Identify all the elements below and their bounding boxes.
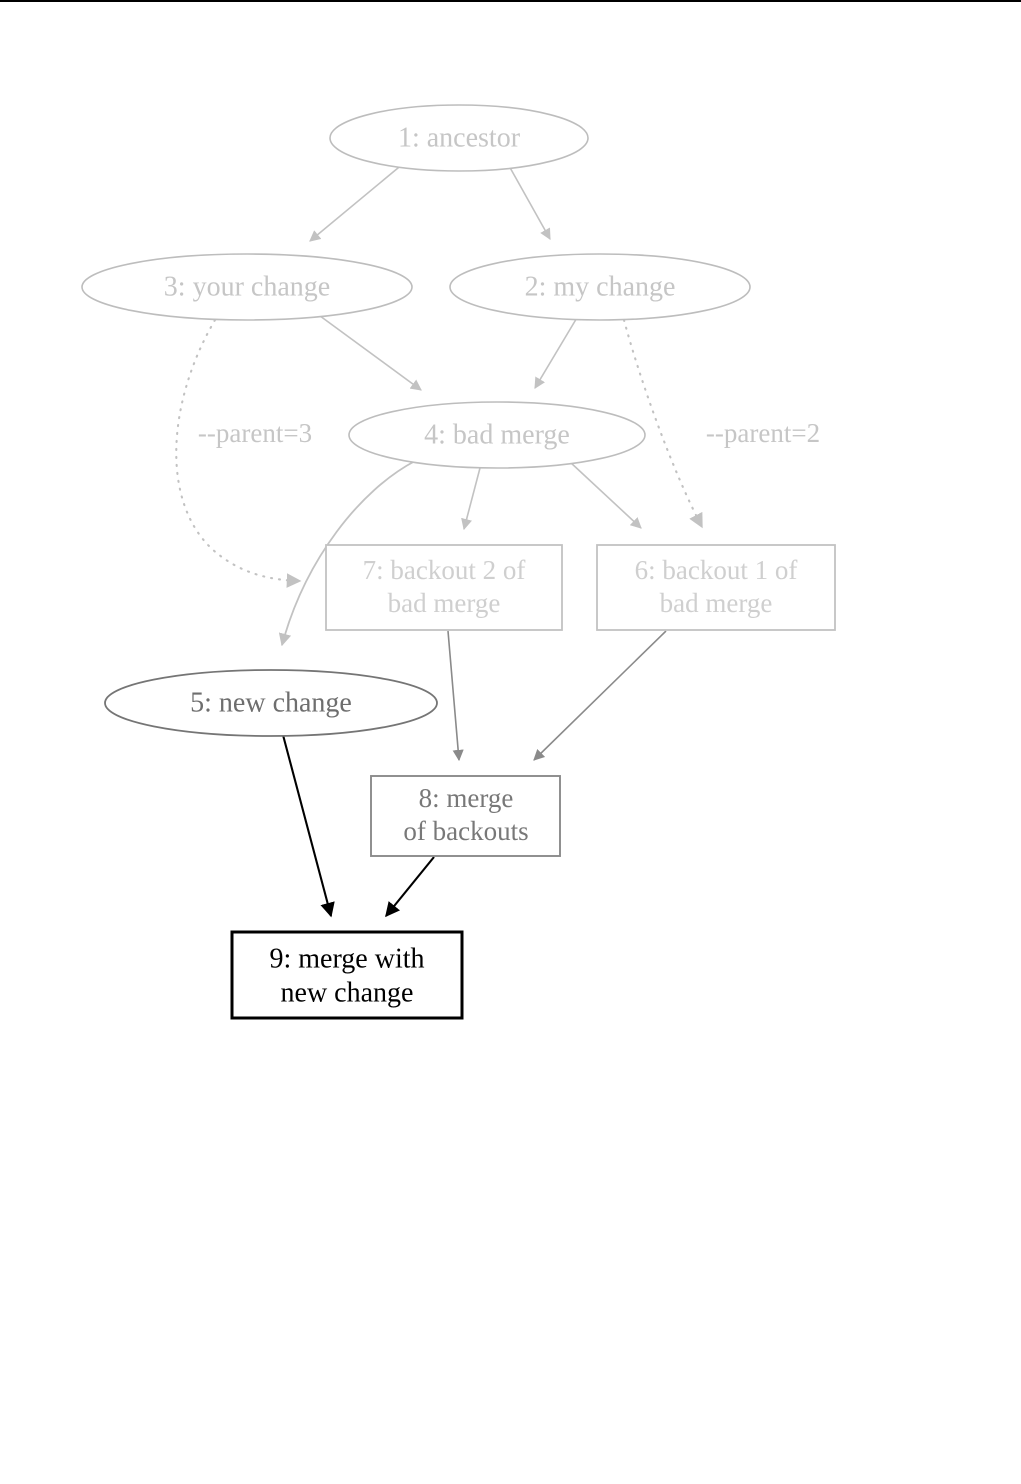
edge-label-parent2: --parent=2: [706, 418, 820, 448]
node-9-label-line2: new change: [281, 977, 414, 1008]
node-2-label: 2: my change: [525, 271, 676, 302]
node-9-merge-with-new-change[interactable]: 9: merge with new change: [230, 930, 464, 1020]
nodes-layer: 1: ancestor 3: your change 2: my change …: [81, 104, 836, 1020]
node-7-label-line1: 7: backout 2 of: [363, 555, 526, 585]
node-7-backout-2[interactable]: 7: backout 2 of bad merge: [325, 544, 563, 631]
node-7-label-line2: bad merge: [388, 588, 501, 618]
page-top-rule: [0, 0, 1021, 2]
node-1-label: 1: ancestor: [398, 122, 521, 153]
node-4-shape: [348, 401, 646, 469]
node-8-label-line2: of backouts: [403, 816, 528, 846]
edge-3-to-7-parent3: [175, 318, 302, 588]
node-1-shape: [329, 104, 589, 172]
edge-7-to-8: [447, 630, 464, 762]
node-6-label-line2: bad merge: [660, 588, 773, 618]
edge-4-to-7: [461, 467, 481, 531]
node-6-label-line1: 6: backout 1 of: [635, 555, 798, 585]
edge-6-to-8: [533, 630, 667, 761]
node-2-my-change[interactable]: 2: my change: [449, 253, 751, 321]
node-6-backout-1[interactable]: 6: backout 1 of bad merge: [596, 544, 836, 631]
edge-labels-layer: --parent=3 --parent=2: [198, 418, 820, 448]
edge-4-to-5: [278, 460, 416, 647]
node-9-label-line1: 9: merge with: [269, 943, 424, 974]
edge-3-to-4: [315, 312, 422, 391]
node-2-shape: [449, 253, 751, 321]
node-3-label: 3: your change: [164, 271, 330, 302]
edge-8-to-9: [385, 856, 435, 918]
edge-5-to-9: [281, 734, 335, 918]
node-5-label: 5: new change: [190, 687, 352, 718]
edge-2-to-6-parent2: [622, 318, 704, 529]
node-7-shape: [325, 544, 563, 631]
node-3-shape: [81, 253, 413, 321]
node-4-bad-merge[interactable]: 4: bad merge: [348, 401, 646, 469]
edge-1-to-3: [309, 162, 405, 242]
node-8-label-line1: 8: merge: [419, 783, 514, 813]
node-8-shape: [370, 775, 561, 857]
edges-layer: [175, 162, 704, 918]
node-5-shape: [104, 669, 438, 737]
edge-label-parent3: --parent=3: [198, 418, 312, 448]
node-9-shape: [230, 930, 464, 1020]
edge-4-to-6: [569, 461, 642, 529]
edge-1-to-2: [507, 163, 551, 240]
edge-2-to-4: [534, 315, 579, 389]
node-8-merge-of-backouts[interactable]: 8: merge of backouts: [370, 775, 561, 857]
node-3-your-change[interactable]: 3: your change: [81, 253, 413, 321]
node-1-ancestor[interactable]: 1: ancestor: [329, 104, 589, 172]
node-4-label: 4: bad merge: [424, 419, 570, 450]
node-6-shape: [596, 544, 836, 631]
node-5-new-change[interactable]: 5: new change: [104, 669, 438, 737]
